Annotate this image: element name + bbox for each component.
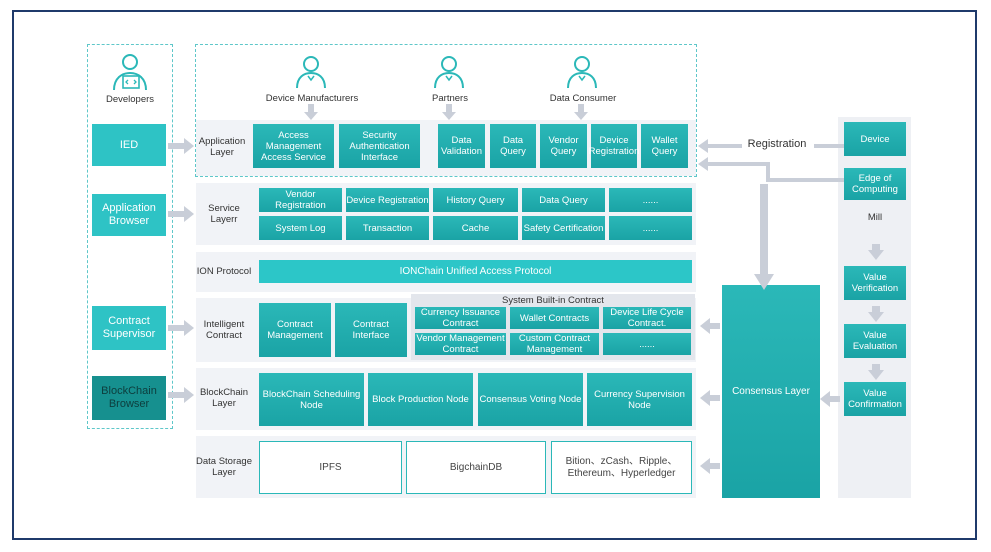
application-region bbox=[195, 44, 697, 177]
person-icon bbox=[294, 54, 328, 90]
storage-item-bigchaindb: BigchainDB bbox=[406, 441, 546, 494]
app-item-data-validation: Data Validation bbox=[438, 124, 485, 168]
builtin-item: Currency Issuance Contract bbox=[415, 307, 506, 329]
value-step: Value Confirmation bbox=[844, 382, 906, 416]
storage-item-ipfs: IPFS bbox=[259, 441, 402, 494]
blockchain-layer-label: BlockChain Layer bbox=[199, 387, 249, 409]
builtin-item: ...... bbox=[603, 333, 691, 355]
service-item: ...... bbox=[609, 188, 692, 212]
ion-protocol-label: ION Protocol bbox=[196, 265, 252, 277]
value-arrows bbox=[868, 244, 884, 380]
contract-interface-box: Contract Interface bbox=[335, 303, 407, 357]
outer-frame bbox=[12, 10, 977, 540]
app-item-vendor-query: Vendor Query bbox=[540, 124, 587, 168]
blockchain-node: Block Production Node bbox=[368, 373, 473, 426]
service-item: History Query bbox=[433, 188, 518, 212]
builtin-contract-title: System Built-in Contract bbox=[502, 295, 604, 306]
device-box: Device bbox=[844, 122, 906, 156]
service-item: Data Query bbox=[522, 188, 605, 212]
app-item-data-query: Data Query bbox=[490, 124, 536, 168]
service-item: Device Registration bbox=[346, 188, 429, 212]
app-item-security-auth: Security Authentication Interface bbox=[339, 124, 420, 168]
developers-column bbox=[87, 44, 173, 429]
contract-supervisor-box: Contract Supervisor bbox=[92, 306, 166, 350]
partners-label: Partners bbox=[432, 93, 468, 104]
value-step: Value Evaluation bbox=[844, 324, 906, 358]
connector-lines bbox=[698, 139, 844, 290]
storage-layer-label: Data Storage Layer bbox=[196, 456, 252, 478]
value-step: Value Verification bbox=[844, 266, 906, 300]
device-manufacturers-label: Device Manufacturers bbox=[265, 93, 359, 104]
service-layer-label: Service Layerr bbox=[208, 203, 240, 225]
data-consumer-label: Data Consumer bbox=[549, 93, 617, 104]
storage-item-chains: Bition、zCash、Ripple、Ethereum、Hyperledger bbox=[551, 441, 692, 494]
registration-label: Registration bbox=[747, 138, 807, 150]
app-item-wallet-query: Wallet Query bbox=[641, 124, 688, 168]
application-browser-box: Application Browser bbox=[92, 194, 166, 236]
builtin-item: Vendor Management Contract bbox=[415, 333, 506, 355]
layer-arrows bbox=[700, 318, 720, 474]
mill-label: Mill bbox=[867, 212, 883, 223]
person-icon bbox=[432, 54, 466, 90]
blockchain-browser-box: BlockChain Browser bbox=[92, 376, 166, 420]
contract-management-box: Contract Management bbox=[259, 303, 331, 357]
person-icon bbox=[565, 54, 599, 90]
developer-icon bbox=[111, 52, 149, 92]
service-item: ...... bbox=[609, 216, 692, 240]
blockchain-node: Currency Supervision Node bbox=[587, 373, 692, 426]
contract-layer-label: Intelligent Contract bbox=[203, 319, 245, 341]
role-arrows bbox=[304, 104, 588, 120]
left-arrows bbox=[168, 138, 194, 403]
blockchain-node: Consensus Voting Node bbox=[478, 373, 583, 426]
builtin-item: Wallet Contracts bbox=[510, 307, 599, 329]
blockchain-node: BlockChain Scheduling Node bbox=[259, 373, 364, 426]
app-item-access-management: Access Management Access Service bbox=[253, 124, 334, 168]
application-layer-label: Application Layer bbox=[198, 136, 246, 158]
builtin-item: Device Life Cycle Contract. bbox=[603, 307, 691, 329]
consensus-from-right-arrow bbox=[820, 391, 840, 407]
developers-label: Developers bbox=[105, 94, 155, 105]
app-item-device-registration: Device Registration bbox=[589, 124, 639, 168]
service-item: System Log bbox=[259, 216, 342, 240]
service-item: Safety Certification bbox=[522, 216, 605, 240]
service-item: Vendor Registration bbox=[259, 188, 342, 212]
consensus-layer-box: Consensus Layer bbox=[722, 285, 820, 498]
builtin-item: Custom Contract Management bbox=[510, 333, 599, 355]
ied-box: IED bbox=[92, 124, 166, 166]
ionchain-protocol-bar: IONChain Unified Access Protocol bbox=[259, 260, 692, 283]
service-item: Cache bbox=[433, 216, 518, 240]
service-item: Transaction bbox=[346, 216, 429, 240]
edge-computing-box: Edge of Computing bbox=[844, 168, 906, 200]
